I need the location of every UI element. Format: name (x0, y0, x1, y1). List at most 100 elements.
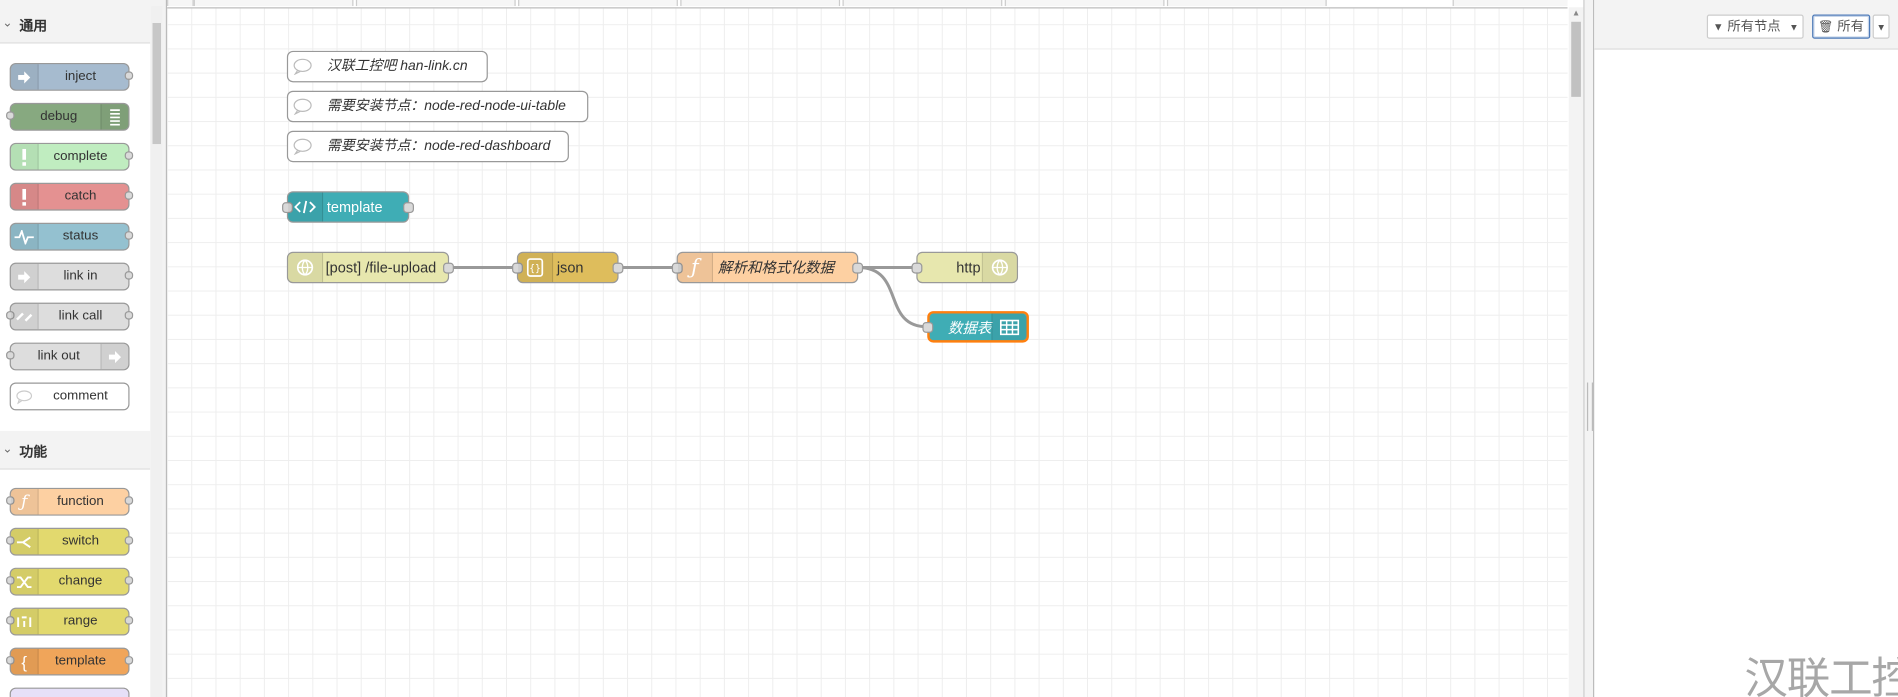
palette-node-switch[interactable]: switch (6, 527, 134, 556)
alert-icon (10, 144, 39, 170)
template-node[interactable]: template (282, 191, 414, 223)
palette-node-template[interactable]: { template (6, 647, 134, 676)
flow-tab[interactable] (1452, 0, 1568, 7)
table-node[interactable]: 数据表 (922, 311, 1029, 343)
comment-node[interactable]: 汉联工控吧 han-link.cn (286, 50, 488, 83)
flow-tab[interactable] (1004, 0, 1165, 7)
palette-category-common-body: inject debug complete catch status (0, 43, 151, 431)
palette-category-function[interactable]: ⌄ 功能 (0, 433, 151, 470)
caret-down-icon: ▼ (1789, 21, 1799, 33)
palette-node-change[interactable]: change (6, 567, 134, 596)
palette-category-title: 功能 (19, 445, 48, 460)
palette-category-title: 通用 (19, 19, 48, 34)
node-label: 解析和格式化数据 (717, 259, 835, 276)
speech-bubble-icon (288, 52, 317, 81)
output-port (124, 271, 134, 280)
output-port (124, 311, 134, 320)
function-icon: ƒ (677, 252, 713, 283)
input-port (6, 576, 15, 585)
palette-node-label: status (62, 228, 99, 244)
flow-tab[interactable] (1166, 0, 1327, 7)
wire-layer (449, 266, 928, 329)
pulse-icon (10, 223, 39, 250)
flow-tab[interactable] (355, 0, 516, 7)
shuffle-icon (10, 568, 39, 595)
palette-node-comment[interactable]: comment (9, 382, 130, 411)
speech-bubble-icon (288, 132, 317, 161)
input-port[interactable] (922, 321, 934, 333)
palette-node-label: template (54, 653, 107, 669)
node-label: 数据表 (947, 319, 992, 337)
output-port[interactable] (443, 262, 454, 274)
palette-node-status[interactable]: status (9, 222, 134, 251)
splitter-grip-icon (1586, 382, 1594, 431)
link-out-icon (100, 343, 129, 370)
http-response-node[interactable]: http (911, 251, 1019, 284)
palette-node-partial[interactable] (9, 687, 130, 697)
delete-all-button[interactable]: 🗑 所有 (1812, 14, 1871, 39)
comment-node[interactable]: 需要安装节点：node-red-node-ui-table (286, 90, 589, 123)
flow-workspace[interactable]: 汉联工控吧 han-link.cn 需要安装节点：node-red-node-u… (167, 0, 1568, 697)
palette-node-catch[interactable]: catch (9, 182, 134, 211)
sidebar-toolbar: ▼ 所有节点 ▼ 🗑 所有 ▼ (1594, 0, 1898, 50)
comment-node[interactable]: 需要安装节点：node-red-dashboard (286, 130, 569, 163)
palette-node-label: comment (53, 388, 108, 404)
svg-text:{}: {} (529, 264, 541, 275)
switch-icon (10, 528, 39, 555)
palette-node-complete[interactable]: complete (9, 142, 134, 171)
http-in-node[interactable]: [post] /file-upload (286, 251, 454, 284)
code-icon (288, 192, 324, 222)
json-node[interactable]: {} json (512, 251, 624, 284)
flow-tab[interactable] (680, 0, 841, 7)
workspace-scrollbar[interactable]: ▲ (1568, 7, 1584, 697)
palette-node-label: inject (64, 68, 97, 84)
palette-node-debug[interactable]: debug (6, 102, 130, 131)
caret-down-icon: ▼ (1876, 21, 1886, 33)
node-label: json (556, 259, 584, 276)
sidebar-splitter[interactable] (1583, 0, 1595, 697)
output-port[interactable] (612, 262, 624, 274)
output-port (124, 576, 134, 585)
input-port[interactable] (512, 262, 523, 274)
comment-text: 汉联工控吧 han-link.cn (326, 59, 468, 74)
alert-icon (10, 183, 39, 210)
palette-scrollbar[interactable] (151, 6, 163, 697)
output-port (124, 191, 134, 200)
input-port (6, 616, 15, 625)
palette-node-link-in[interactable]: link in (9, 262, 134, 291)
parse-function-node[interactable]: ƒ 解析和格式化数据 (671, 251, 864, 284)
flow-tab[interactable] (518, 0, 678, 7)
flow-tab[interactable] (167, 0, 194, 7)
input-port[interactable] (671, 262, 683, 274)
watermark-logo: 汉联工控吧 (1744, 654, 1898, 697)
palette-node-link-call[interactable]: link call (6, 302, 134, 331)
palette-node-label: catch (64, 188, 97, 204)
palette-node-range[interactable]: range (6, 607, 134, 636)
trash-icon: 🗑 (1818, 20, 1834, 34)
palette-node-label: link call (58, 308, 103, 324)
filter-nodes-button[interactable]: ▼ 所有节点 ▼ (1706, 14, 1804, 39)
flow-tab[interactable] (842, 0, 1003, 7)
scroll-thumb[interactable] (152, 22, 161, 145)
flow-tab-bar (167, 0, 1568, 9)
chevron-down-icon: ⌄ (2, 443, 13, 457)
input-port[interactable] (282, 202, 293, 214)
scroll-thumb[interactable] (1571, 21, 1581, 97)
palette-node-inject[interactable]: inject (9, 62, 134, 91)
globe-icon (981, 252, 1017, 283)
palette-category-common[interactable]: ⌄ 通用 (0, 7, 151, 44)
palette-node-label: function (57, 493, 104, 509)
palette-node-function[interactable]: ƒ function (6, 487, 134, 516)
input-port (6, 311, 15, 320)
flow-tab[interactable] (193, 0, 354, 7)
output-port[interactable] (852, 262, 864, 274)
input-port[interactable] (911, 262, 923, 274)
input-port (6, 496, 15, 505)
palette-node-link-out[interactable]: link out (6, 342, 130, 371)
output-port[interactable] (403, 202, 414, 214)
scroll-up-icon[interactable]: ▲ (1571, 9, 1581, 19)
node-palette: ⌄ 通用 inject debug complete catch (0, 0, 168, 697)
table-icon (991, 313, 1027, 341)
delete-options-dropdown[interactable]: ▼ (1872, 14, 1890, 39)
wire (858, 266, 928, 329)
